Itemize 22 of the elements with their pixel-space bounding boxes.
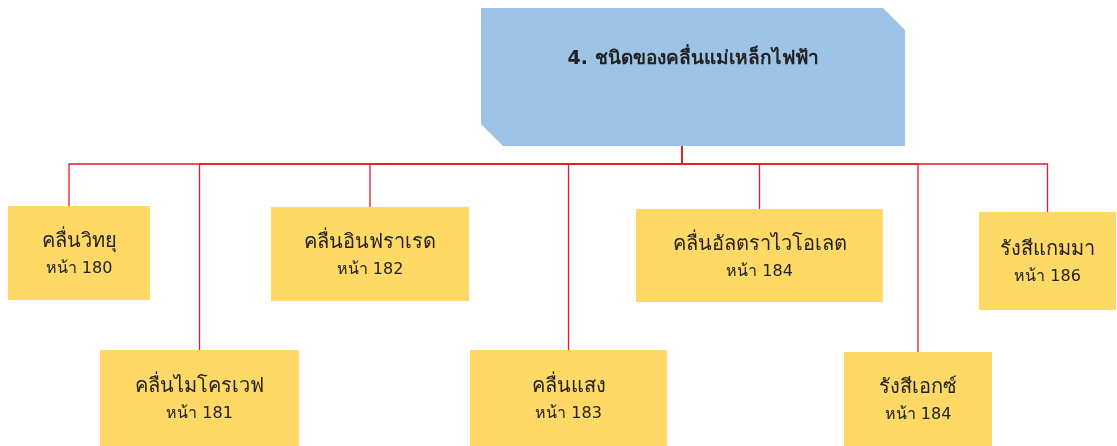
wave-name: คลื่นอินฟราเรด (304, 226, 436, 256)
topic-box (979, 212, 1116, 310)
wave-name: คลื่นวิทยุ (41, 225, 117, 255)
page-number: หน้า 184 (726, 259, 793, 282)
wave-name: รังสีแกมมา (1000, 235, 1095, 263)
topic-box (636, 209, 883, 302)
page-number: หน้า 184 (884, 403, 952, 426)
topic-box (271, 207, 469, 301)
wave-name: รังสีเอกซ์ (879, 373, 957, 401)
topic-box (844, 352, 992, 446)
wave-name: คลื่นแสง (531, 370, 606, 400)
topic-box (470, 350, 667, 446)
title-text: 4. ชนิดของคลื่นแม่เหล็กไฟฟ้า (567, 43, 819, 70)
page-number: หน้า 183 (535, 402, 602, 425)
page-number: หน้า 180 (45, 257, 113, 280)
topic-box (100, 350, 299, 446)
wave-name: คลื่นไมโครเวฟ (135, 370, 264, 400)
wave-name: คลื่นอัลตราไวโอเลต (672, 228, 847, 257)
page-number: หน้า 182 (336, 258, 404, 281)
topic-box (8, 206, 150, 300)
page-number: หน้า 186 (1014, 265, 1081, 288)
page-number: หน้า 181 (166, 402, 233, 425)
